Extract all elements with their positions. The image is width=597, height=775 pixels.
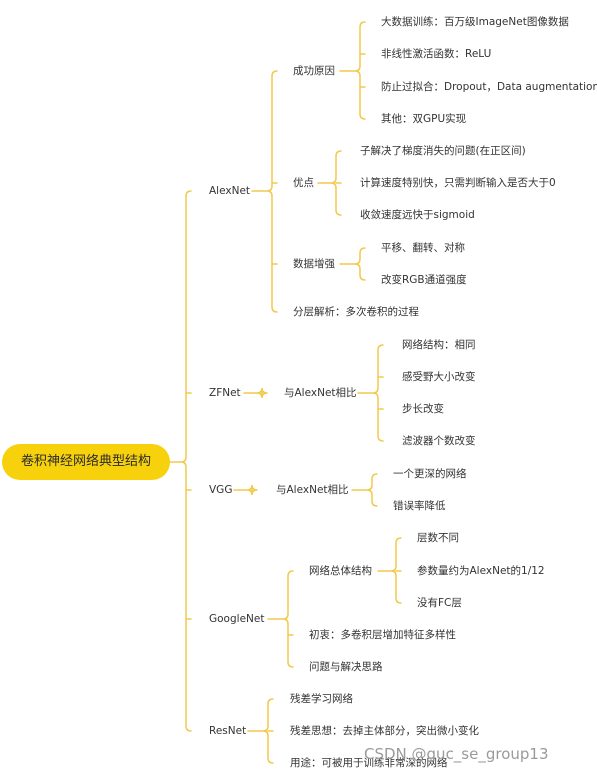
leaf-gn-2[interactable]: 参数量约为AlexNet的1/12 bbox=[417, 565, 545, 577]
leaf-adv-2[interactable]: 计算速度特别快，只需判断输入是否大于0 bbox=[360, 177, 556, 189]
leaf-gn-3[interactable]: 没有FC层 bbox=[417, 597, 462, 609]
brace-vgg bbox=[233, 484, 258, 496]
node-alexnet[interactable]: AlexNet bbox=[209, 185, 251, 197]
brace-zfnet-compare bbox=[357, 344, 384, 442]
node-advantages[interactable]: 优点 bbox=[293, 177, 314, 189]
leaf-adv-3[interactable]: 收敛速度远快于sigmoid bbox=[360, 209, 475, 221]
node-data-augmentation[interactable]: 数据增强 bbox=[293, 258, 335, 270]
node-network-structure[interactable]: 网络总体结构 bbox=[309, 565, 372, 577]
leaf-res-3[interactable]: 用途：可被用于训练非常深的网络 bbox=[290, 757, 448, 769]
leaf-res-2[interactable]: 残差思想：去掉主体部分，突出微小变化 bbox=[290, 725, 479, 737]
brace-alexnet bbox=[251, 70, 278, 313]
node-layered-analysis[interactable]: 分层解析：多次卷积的过程 bbox=[293, 306, 419, 318]
node-vgg[interactable]: VGG bbox=[209, 484, 233, 496]
leaf-zf-4[interactable]: 滤波器个数改变 bbox=[402, 435, 476, 447]
node-zfnet[interactable]: ZFNet bbox=[209, 387, 241, 399]
leaf-adv-1[interactable]: 子解决了梯度消失的问题(在正区间) bbox=[360, 145, 526, 157]
node-original-intent[interactable]: 初衷：多卷积层增加特征多样性 bbox=[309, 629, 456, 641]
brace-network-structure bbox=[377, 537, 402, 604]
leaf-aug-2[interactable]: 改变RGB通道强度 bbox=[381, 274, 467, 286]
node-googlenet[interactable]: GoogleNet bbox=[209, 613, 265, 625]
node-problems-solutions[interactable]: 问题与解决思路 bbox=[309, 661, 383, 673]
leaf-vgg-1[interactable]: 一个更深的网络 bbox=[393, 468, 467, 480]
brace-advantages bbox=[317, 150, 342, 216]
leaf-success-4[interactable]: 其他：双GPU实现 bbox=[381, 113, 467, 125]
leaf-aug-1[interactable]: 平移、翻转、对称 bbox=[381, 242, 465, 254]
leaf-zf-3[interactable]: 步长改变 bbox=[402, 403, 444, 415]
leaf-success-3[interactable]: 防止过拟合：Dropout，Data augmentation bbox=[381, 81, 597, 93]
leaf-success-2[interactable]: 非线性激活函数：ReLU bbox=[381, 48, 492, 60]
brace-root bbox=[169, 190, 192, 732]
brace-vgg-compare bbox=[351, 473, 378, 507]
leaf-res-1[interactable]: 残差学习网络 bbox=[290, 693, 353, 705]
brace-googlenet bbox=[267, 570, 294, 668]
node-success-reasons[interactable]: 成功原因 bbox=[293, 65, 335, 77]
brace-success-reasons bbox=[339, 21, 366, 120]
root-node[interactable]: 卷积神经网络典型结构 bbox=[2, 444, 170, 480]
brace-resnet bbox=[247, 698, 274, 764]
node-resnet[interactable]: ResNet bbox=[209, 725, 247, 737]
node-vgg-compare[interactable]: 与AlexNet相比 bbox=[276, 484, 349, 496]
leaf-zf-2[interactable]: 感受野大小改变 bbox=[402, 371, 476, 383]
leaf-success-1[interactable]: 大数据训练：百万级ImageNet图像数据 bbox=[381, 16, 569, 28]
leaf-gn-1[interactable]: 层数不同 bbox=[417, 532, 459, 544]
brace-zfnet bbox=[243, 387, 268, 399]
brace-data-augmentation bbox=[339, 247, 366, 281]
node-zfnet-compare[interactable]: 与AlexNet相比 bbox=[284, 387, 357, 399]
csdn-watermark: CSDN @guc_se_group13 bbox=[364, 745, 549, 763]
leaf-zf-1[interactable]: 网络结构：相同 bbox=[402, 339, 476, 351]
leaf-vgg-2[interactable]: 错误率降低 bbox=[393, 500, 446, 512]
